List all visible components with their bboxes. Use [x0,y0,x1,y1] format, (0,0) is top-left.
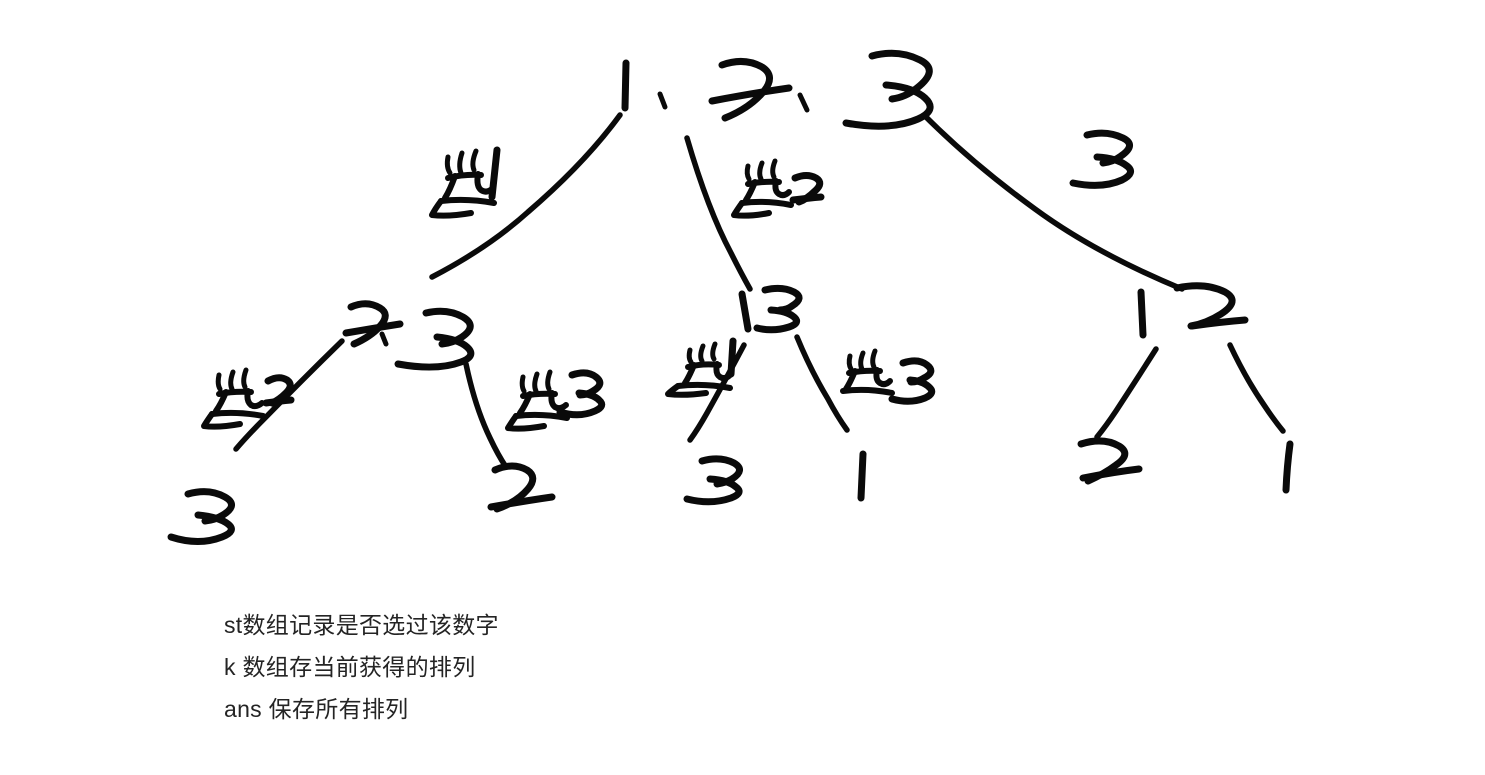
leaf-3-left [167,488,235,545]
edge-label-choose3-middle [840,348,936,405]
edge-12-right [1227,342,1286,434]
node-1-3 [738,284,803,334]
notes-block: st数组记录是否选过该数字 k 数组存当前获得的排列 ans 保存所有排列 [224,604,924,730]
edge-23-left [233,338,345,452]
edge-label-choose1-middle [665,337,737,398]
edge-label-three-root [1069,129,1134,189]
edge-root-right [922,113,1185,292]
edge-root-left [429,112,623,280]
leaf-1-right [1282,440,1294,494]
edge-13-right [794,334,850,433]
leaf-2-left [487,462,556,513]
edge-label-choose3-left [505,369,606,432]
edge-root-middle [684,135,753,292]
node-root [621,49,934,130]
node-1-2 [1137,282,1249,339]
edge-label-choose1 [429,146,501,219]
leaf-2-right [1077,437,1143,485]
leaf-3-middle [683,455,743,506]
edge-label-choose2-left [201,367,295,430]
note-line-st: st数组记录是否选过该数字 [224,612,499,638]
note-line-k: k 数组存当前获得的排列 [224,654,476,680]
edge-label-choose2-root [731,158,825,219]
edge-23-right [463,361,509,470]
edge-12-left [1094,346,1159,440]
note-line-ans: ans 保存所有排列 [224,696,409,722]
node-2-3 [342,300,475,371]
leaf-1-middle [857,450,867,502]
